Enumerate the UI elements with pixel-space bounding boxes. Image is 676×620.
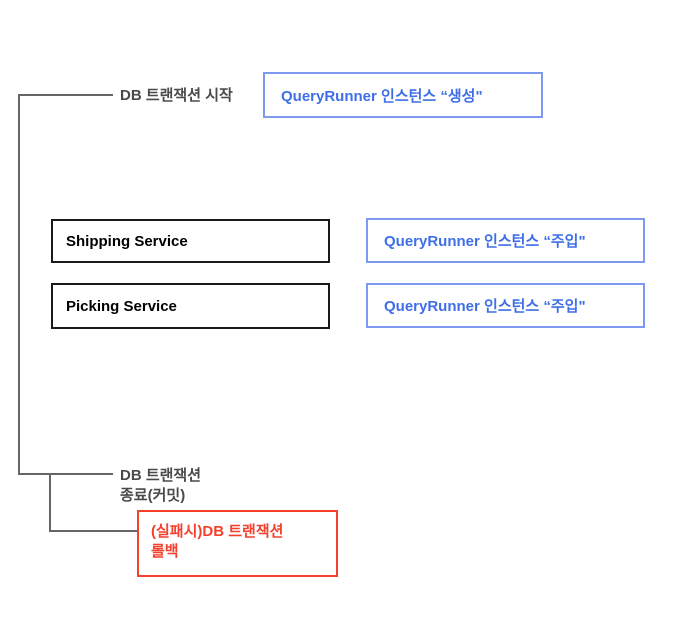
shipping-service-text: Shipping Service [66,232,188,250]
shipping-service-box: Shipping Service [51,219,330,263]
tx-end-label-line1: DB 트랜잭션 [120,467,202,484]
queryrunner-inject-picking-box: QueryRunner 인스턴스 “주입" [366,283,645,328]
tx-end-label-line2: 종료(커밋) [120,487,186,504]
tx-start-label: DB 트랜잭션 시작 [120,87,233,104]
connector-horizontal-top [18,94,113,96]
tx-end-label: DB 트랜잭션 종료(커밋) [120,466,201,506]
picking-service-text: Picking Service [66,297,177,315]
queryrunner-inject-shipping-box: QueryRunner 인스턴스 “주입" [366,218,645,263]
connector-horizontal-bottom [18,473,113,475]
queryrunner-inject-shipping-text: QueryRunner 인스턴스 “주입" [384,233,586,250]
connector-vertical-rollback-branch [49,473,51,532]
picking-service-box: Picking Service [51,283,330,329]
queryrunner-create-box: QueryRunner 인스턴스 “생성" [263,72,543,118]
connector-horizontal-rollback-branch [49,530,138,532]
queryrunner-inject-picking-text: QueryRunner 인스턴스 “주입" [384,298,586,315]
rollback-text-line1: (실패시)DB 트랜잭션 [151,523,284,540]
queryrunner-create-text: QueryRunner 인스턴스 “생성" [281,87,483,105]
connector-vertical-main [18,94,20,475]
rollback-box: (실패시)DB 트랜잭션 롤백 [137,510,338,577]
rollback-text-line2: 롤백 [151,543,179,560]
